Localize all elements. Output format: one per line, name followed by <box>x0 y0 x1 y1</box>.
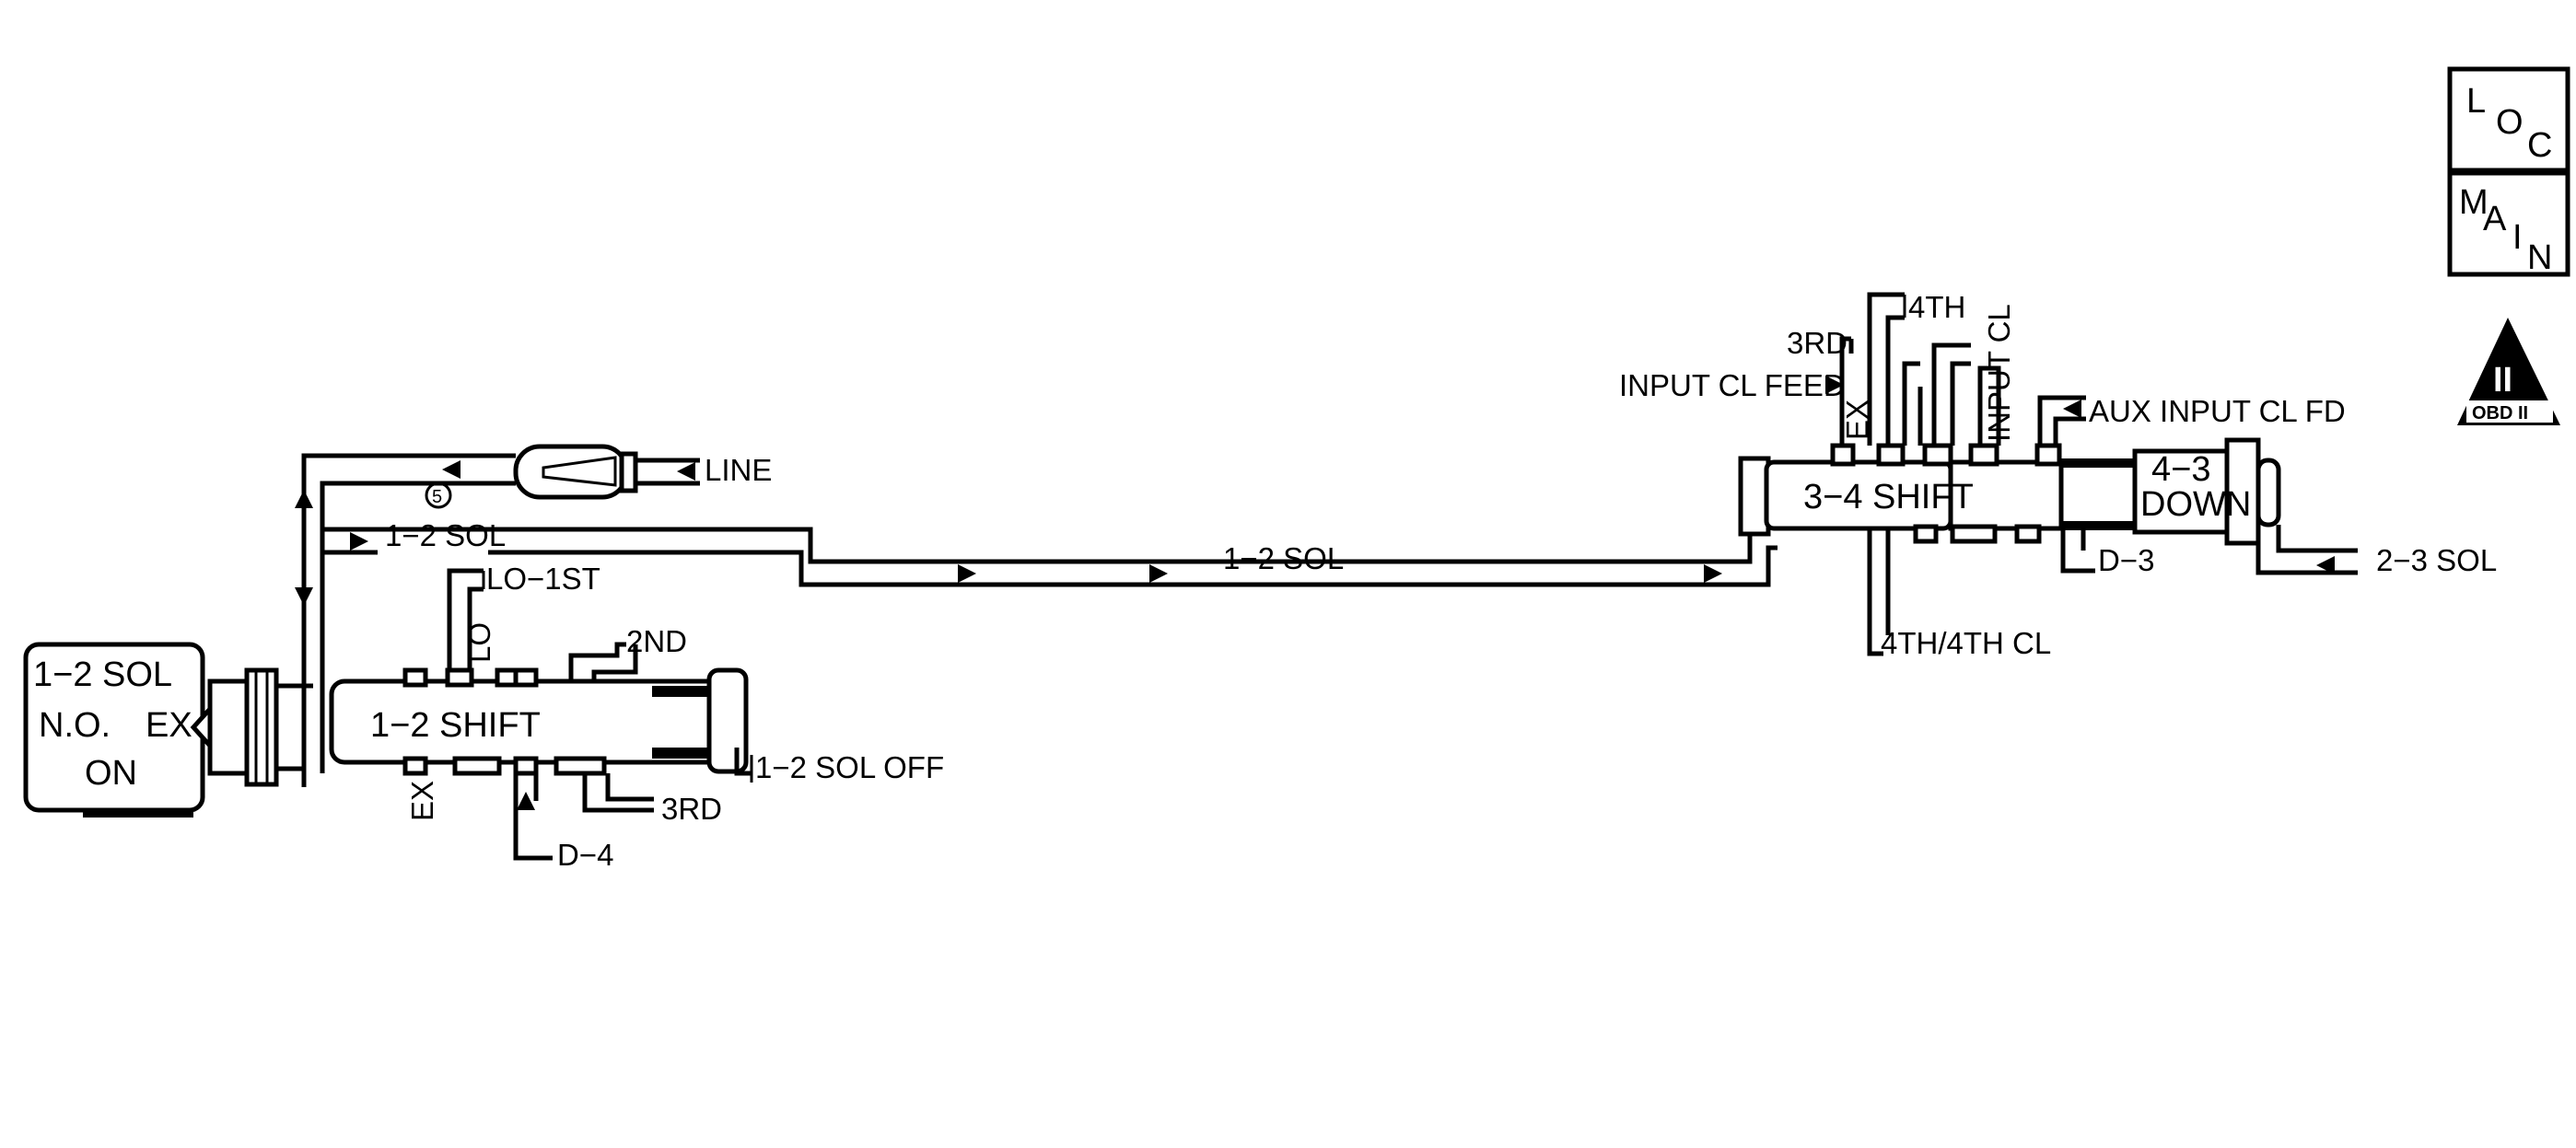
sol12-arrows <box>295 460 1722 606</box>
aux-line <box>2037 395 2086 446</box>
shift-valve-1-2 <box>329 667 749 776</box>
legend-main-m: M <box>2459 183 2489 222</box>
orifice-5-label: 5 <box>432 487 442 507</box>
legend-main-a: A <box>2483 200 2507 238</box>
down43-line2: DOWN <box>2140 485 2251 524</box>
fourth-cl-label: 4TH/4TH CL <box>1881 626 2051 660</box>
shift12-name: 1−2 SHIFT <box>370 706 541 745</box>
ex-label-12: EX <box>405 781 439 821</box>
aux-label: AUX INPUT CL FD <box>2089 394 2346 428</box>
obd-text: OBD II <box>2472 403 2528 423</box>
legend-main-i: I <box>2512 218 2523 257</box>
third-line-34 <box>1839 336 1854 446</box>
legend-loc-o: O <box>2496 103 2524 142</box>
sol12-mid-label: 1−2 SOL <box>1223 541 1344 575</box>
third-label-12: 3RD <box>661 792 722 826</box>
input-cl-line <box>1931 342 2001 446</box>
line-filter <box>513 444 700 500</box>
obd-numeral: II <box>2493 361 2512 400</box>
legend-loc-box: L O C <box>2447 66 2570 173</box>
solenoid-ex: EX <box>146 706 192 745</box>
fourth-line-34 <box>1867 292 1906 446</box>
shift34-name: 3−4 SHIFT <box>1803 478 1974 516</box>
lo-label: LO <box>462 622 496 663</box>
legend-loc-l: L <box>2466 82 2486 121</box>
d4-label: D−4 <box>557 838 613 872</box>
input-cl-feed-line <box>1825 361 1923 446</box>
line-label: LINE <box>705 453 772 487</box>
legend-main-n: N <box>2527 238 2552 277</box>
sol12-feed-label: 1−2 SOL <box>385 518 506 552</box>
input-cl-feed-label: INPUT CL FEED <box>1619 368 1846 402</box>
legend-main-box: M A I N <box>2447 170 2570 277</box>
solenoid-1-2: 1−2 SOL N.O. EX ON <box>23 642 307 818</box>
input-cl-label: INPUT CL <box>1982 304 2016 442</box>
solenoid-line2: N.O. <box>39 706 111 745</box>
sol-off-label: 1−2 SOL OFF <box>755 750 944 784</box>
down43-line1: 4−3 <box>2151 450 2210 489</box>
third-line-12 <box>582 773 654 813</box>
sol23-line <box>2255 525 2358 575</box>
second-line <box>568 642 638 681</box>
legend-loc-c: C <box>2527 126 2552 165</box>
lo1st-line <box>447 568 485 670</box>
orifice-5: 5 <box>425 481 452 509</box>
third-label-34: 3RD <box>1787 326 1847 360</box>
ex-label-34: EX <box>1840 400 1874 440</box>
obd-ii-icon: II OBD II <box>2457 318 2560 425</box>
solenoid-line1: 1−2 SOL <box>33 655 172 694</box>
sol-off-line <box>734 748 753 783</box>
d3-label: D−3 <box>2098 543 2154 577</box>
fourth-cl-line <box>1867 527 1891 656</box>
lo1st-label: LO−1ST <box>486 562 600 596</box>
solenoid-line3: ON <box>85 754 137 793</box>
second-label: 2ND <box>626 624 687 658</box>
sol23-label: 2−3 SOL <box>2376 543 2497 577</box>
shift-valve-3-4 <box>1738 443 2135 544</box>
d4-line <box>513 773 553 861</box>
fourth-label-34: 4TH <box>1908 290 1965 324</box>
down-valve-4-3 <box>2132 437 2281 546</box>
d3-line <box>2060 530 2095 574</box>
